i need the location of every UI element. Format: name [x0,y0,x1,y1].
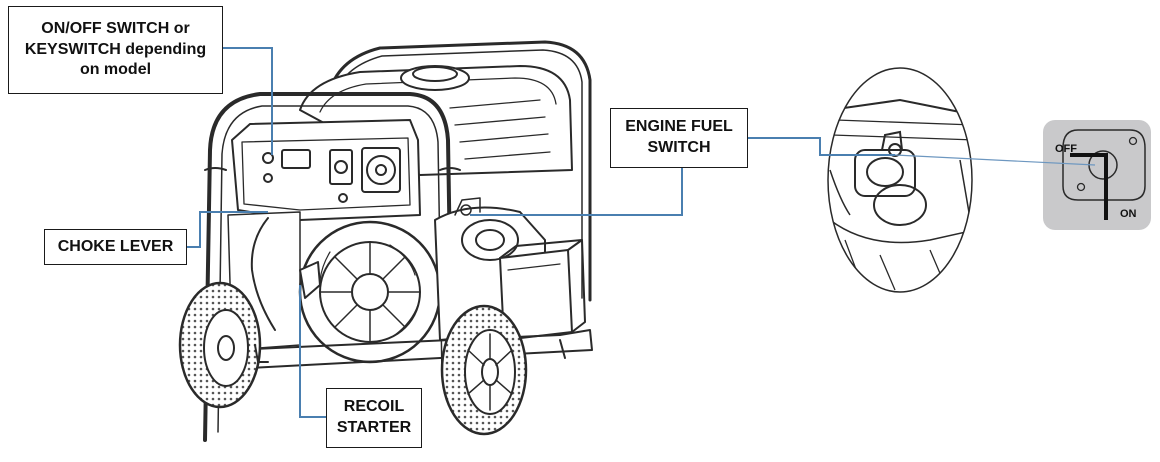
onoff-switch-knob [262,152,274,164]
leader-recoil-starter [299,285,326,418]
leader-onoff-switch [223,47,273,155]
front-frame [203,92,461,442]
recoil-starter-callout: RECOIL STARTER [326,388,422,448]
engine-fuel-switch-callout: ENGINE FUEL SWITCH [610,108,748,168]
onoff-switch-callout: ON/OFF SWITCH or KEYSWITCH depending on … [8,6,223,94]
fuel-switch-closeup [827,67,973,293]
choke-lever-callout: CHOKE LEVER [44,229,187,265]
rear-frame [328,40,592,302]
valve-lever-icon [1070,153,1108,220]
choke-cable [250,217,276,331]
leader-fuel-to-closeup [748,137,895,156]
left-wheel [178,281,262,409]
leader-closeup-to-panel [894,154,1096,166]
valve-off-label: OFF [1055,143,1077,155]
valve-on-label: ON [1120,208,1137,220]
right-wheel [440,304,528,436]
leader-engine-fuel-switch [470,168,683,216]
fuel-cap [400,65,470,91]
fuel-valve-generator [460,204,472,216]
recoil-housing [298,220,442,364]
generator-illustration [178,40,593,442]
leader-lines [187,47,1096,418]
hour-meter [281,149,311,169]
support-leg [254,344,269,363]
fuel-valve-position-panel [1043,120,1151,230]
valve-body [1062,129,1146,201]
control-panel [231,119,421,221]
leader-choke-lever [187,211,268,248]
recoil-handle [299,261,321,299]
